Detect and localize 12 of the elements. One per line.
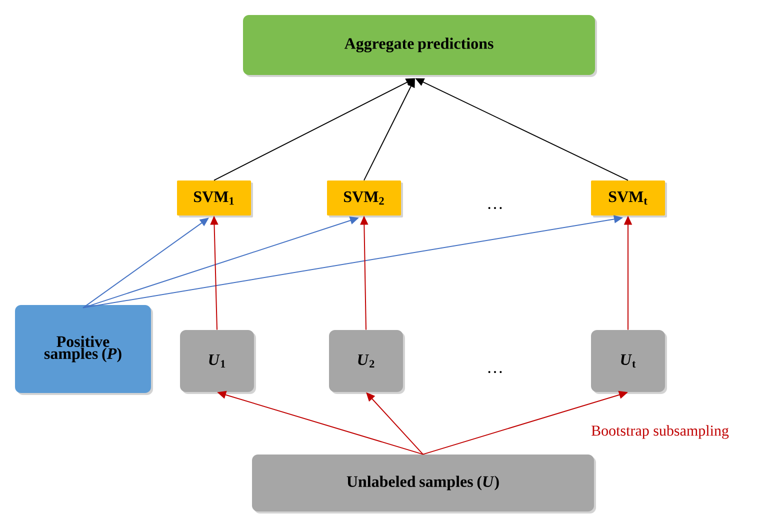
- model-box: SVM$_{2}$: [327, 180, 403, 218]
- process-box: Aggregate predictions: [243, 15, 597, 77]
- data-box: Unlabeled samples (U): [252, 454, 596, 514]
- data-box: U$_{t}$: [591, 330, 667, 394]
- data-box: U$_{2}$: [329, 330, 405, 394]
- ellipsis: …: [488, 207, 502, 209]
- data-box: U$_{1}$: [180, 330, 256, 394]
- model-box: SVM$_{1}$: [177, 180, 253, 218]
- model-box: SVM$_{t}$: [591, 180, 667, 218]
- data-box: Positive samples (P): [15, 305, 153, 395]
- ellipsis: …: [488, 371, 502, 373]
- annotation-text: Bootstrap subsampling: [592, 425, 729, 439]
